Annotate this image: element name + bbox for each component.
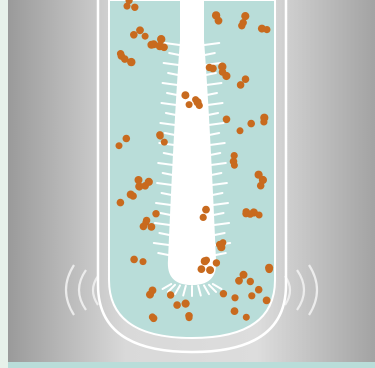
- particle: [231, 294, 238, 301]
- particle: [152, 210, 159, 217]
- particle: [186, 314, 193, 321]
- particle: [247, 120, 255, 128]
- particle: [186, 101, 193, 108]
- particle: [255, 286, 263, 294]
- particle: [248, 292, 255, 299]
- bottom-strip: [8, 362, 375, 368]
- particle: [194, 98, 202, 106]
- particle: [259, 176, 267, 184]
- particle: [149, 287, 157, 295]
- particle: [202, 206, 210, 214]
- particle: [231, 307, 239, 315]
- particle: [237, 81, 245, 89]
- particle: [140, 223, 148, 231]
- particle: [256, 212, 263, 219]
- particle: [263, 297, 271, 305]
- particle: [157, 35, 165, 43]
- particle: [130, 31, 138, 39]
- particle: [220, 290, 227, 297]
- particle: [235, 277, 243, 285]
- particle: [140, 258, 147, 265]
- particle: [258, 25, 266, 33]
- particle: [241, 12, 249, 20]
- particle: [135, 176, 143, 184]
- particle: [206, 266, 214, 274]
- particle: [145, 178, 153, 186]
- particle: [129, 192, 137, 200]
- particle: [157, 132, 164, 139]
- particle: [243, 314, 250, 321]
- particle: [213, 259, 220, 266]
- particle: [121, 55, 129, 63]
- particle: [260, 118, 267, 125]
- illustration-panel: [8, 0, 375, 368]
- particle: [173, 301, 181, 309]
- particle: [142, 33, 149, 40]
- particle: [117, 199, 125, 207]
- particle: [150, 315, 158, 323]
- particle: [130, 256, 138, 264]
- particle: [123, 135, 131, 143]
- particle: [247, 210, 254, 217]
- particle: [230, 158, 238, 166]
- ultrasonic-cleaning-illustration: [8, 0, 375, 368]
- particle: [237, 127, 244, 134]
- particle: [182, 300, 190, 308]
- particle: [265, 264, 273, 272]
- particle: [131, 4, 138, 11]
- particle: [200, 214, 207, 221]
- particle: [209, 65, 217, 73]
- particle: [212, 11, 220, 19]
- particle: [116, 142, 123, 149]
- particle: [167, 291, 174, 298]
- particle: [216, 241, 223, 248]
- particle: [160, 44, 168, 52]
- particle: [218, 62, 226, 70]
- particle: [247, 278, 254, 285]
- particle: [198, 265, 206, 273]
- particle: [161, 139, 168, 146]
- particle: [201, 257, 209, 265]
- particle: [124, 3, 131, 10]
- particle: [181, 91, 189, 99]
- particle: [147, 41, 155, 49]
- particle: [223, 116, 231, 124]
- particle: [238, 22, 245, 29]
- particle: [136, 26, 144, 34]
